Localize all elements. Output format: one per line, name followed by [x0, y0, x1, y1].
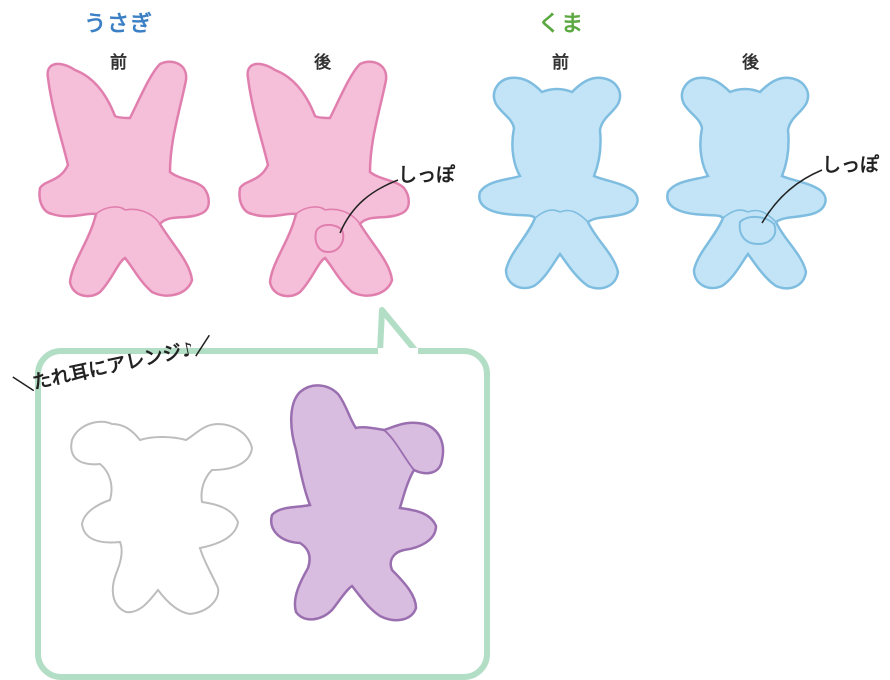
rabbit-front-shape [38, 60, 211, 298]
rabbit-back-label: 後 [314, 53, 331, 73]
bear-back-shape [666, 76, 827, 290]
callout-pointer [377, 307, 418, 354]
rabbit-tail-label: しっぽ [398, 164, 456, 186]
rabbit-title: うさぎ [84, 12, 154, 37]
arrange-droopy-ear-shape [269, 384, 445, 622]
bear-front-label: 前 [552, 53, 569, 73]
arrange-outline-shape [70, 420, 254, 616]
bear-front-shape [478, 76, 639, 290]
bear-tail-leader [761, 169, 823, 224]
rabbit-tail-leader [339, 179, 399, 234]
bear-title: くま [538, 12, 585, 37]
rabbit-back-shape [238, 60, 411, 298]
rabbit-tail-mark [314, 224, 345, 254]
bear-back-label: 後 [742, 53, 759, 73]
rabbit-front-label: 前 [110, 53, 127, 73]
bear-tail-label: しっぽ [822, 154, 880, 176]
bear-tail-mark [738, 216, 777, 246]
